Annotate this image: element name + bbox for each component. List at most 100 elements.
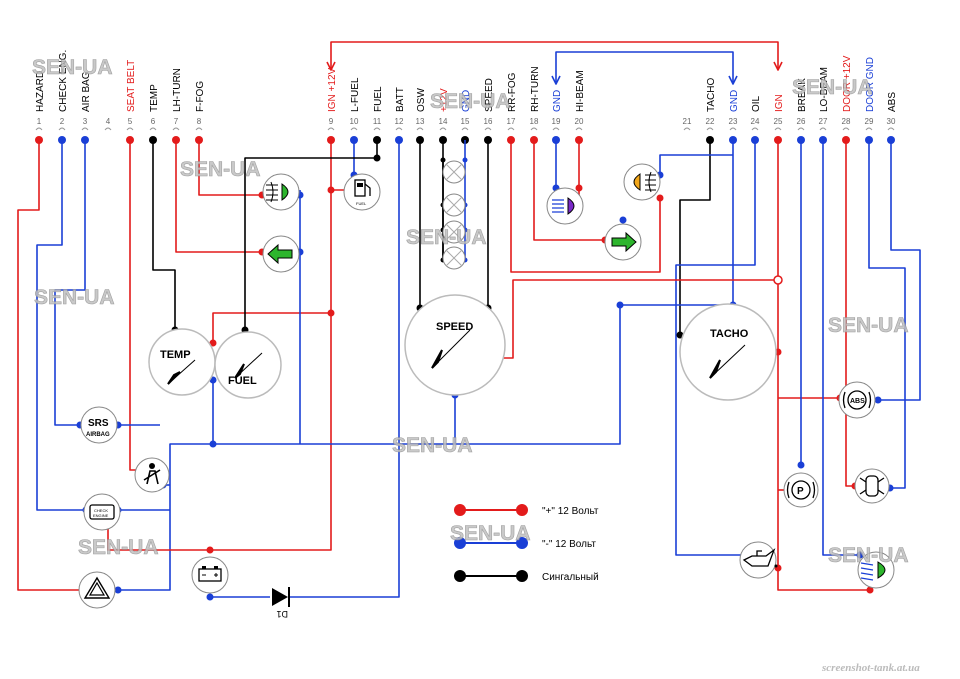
wire-ign-arrow-9 <box>326 61 336 71</box>
diode-label: D1 <box>276 609 288 619</box>
srs-lamp-label: SRS <box>88 418 109 429</box>
pin-label: TACHO <box>706 78 717 112</box>
wire-23-fog <box>659 154 733 175</box>
speed-gauge: SPEED <box>404 294 506 396</box>
wire-gnd-arrow-23 <box>728 75 738 85</box>
pin-number: 4 <box>106 117 111 126</box>
pin-label: AIR BAG <box>81 71 92 112</box>
pin-number: 29 <box>865 117 874 126</box>
wire-ign-12v <box>210 140 332 551</box>
pin-label: OSW <box>416 88 427 112</box>
wires <box>17 41 921 598</box>
wire-lobeam <box>822 140 860 556</box>
svg-text:ABS: ABS <box>850 398 865 405</box>
legend-label: Сингальный <box>542 572 599 583</box>
wire-gnd-19-23 <box>555 51 734 82</box>
pin-label: IGN <box>774 94 785 112</box>
svg-text:SEN-UA: SEN-UA <box>828 314 909 337</box>
pin-number: 27 <box>819 117 828 126</box>
pin-label: DOOR +12V <box>842 55 853 112</box>
pin-number: 22 <box>706 117 715 126</box>
legend-label: "-" 12 Вольт <box>542 539 596 550</box>
pin-number: 1 <box>37 117 42 126</box>
check-engine-lamp-icon: CHECK ENGINE <box>83 493 121 531</box>
pin-label: IGN +12V <box>327 67 338 112</box>
legend-item: "+" 12 Вольт <box>454 504 599 517</box>
svg-text:SEN-UA: SEN-UA <box>792 76 873 99</box>
pin-number: 3 <box>83 117 88 126</box>
pin-label: CHECK ENG. <box>58 50 69 112</box>
pin-number: 6 <box>151 117 156 126</box>
pin-number: 20 <box>575 117 584 126</box>
oil-pressure-lamp-icon <box>739 541 778 579</box>
fuel-gauge-label: FUEL <box>228 375 257 387</box>
pin-number: 7 <box>174 117 179 126</box>
pin-number: 9 <box>329 117 334 126</box>
pin-label: GND <box>729 90 740 112</box>
pin-label: LH-TURN <box>172 68 183 112</box>
low-beam-lamp-icon <box>857 551 895 589</box>
hi-beam-lamp-icon <box>546 187 584 225</box>
svg-text:SEN-UA: SEN-UA <box>180 158 261 181</box>
front-fog-lamp-icon <box>262 173 300 211</box>
battery-lamp-icon <box>191 556 229 594</box>
pin-4: 4 <box>104 117 112 131</box>
pin-number: 30 <box>887 117 896 126</box>
pin-label: FUEL <box>373 86 384 112</box>
pin-label: SPEED <box>484 78 495 112</box>
svg-text:SEN-UA: SEN-UA <box>392 434 473 457</box>
legend-item: Сингальный <box>454 570 599 583</box>
pin-9: IGN +12V 9 <box>327 67 338 144</box>
pin-number: 28 <box>842 117 851 126</box>
pin-23: GND 23 <box>729 90 740 144</box>
abs-lamp-icon: ABS <box>838 381 876 419</box>
parking-brake-lamp-icon: P <box>783 472 819 508</box>
wire-abs <box>878 140 921 401</box>
wire-lh-turn <box>175 140 262 253</box>
wire-seatbelt <box>129 140 140 471</box>
wire-blue-left <box>118 443 213 591</box>
pin-3: AIR BAG 3 <box>81 71 92 144</box>
wire-fuel <box>244 140 378 330</box>
pin-number: 19 <box>552 117 561 126</box>
pin-number: 5 <box>128 117 133 126</box>
pin-29: DOOR GND 29 <box>865 57 876 144</box>
wire-door-gnd <box>868 140 906 489</box>
pin-22: TACHO 22 <box>706 78 717 144</box>
svg-text:SEN-UA: SEN-UA <box>406 226 487 249</box>
pin-number: 24 <box>751 117 760 126</box>
pin-label: DOOR GND <box>865 57 876 112</box>
wire-hazard <box>17 140 90 591</box>
pin-21: 21 <box>683 117 692 131</box>
wire-gnd-arrow-19 <box>551 75 561 85</box>
fuel-lamp-icon: FUEL <box>343 173 381 211</box>
pin-label: RR-FOG <box>507 72 518 112</box>
temp-gauge: TEMP <box>148 328 216 396</box>
pin-28: DOOR +12V 28 <box>842 55 853 144</box>
pin-number: 23 <box>729 117 738 126</box>
svg-text:SEN-UA: SEN-UA <box>78 536 159 559</box>
pin-label: OIL <box>751 95 762 112</box>
watermarks: SEN-UA SEN-UA SEN-UA SEN-UA SEN-UA SEN-U… <box>32 56 909 568</box>
pin-number: 2 <box>60 117 65 126</box>
pin-number: 10 <box>350 117 359 126</box>
footer-site: screenshot-tank.at.ua <box>821 662 920 674</box>
pin-label: ABS <box>887 92 898 112</box>
fuel-lamp-label: FUEL <box>356 201 367 206</box>
pin-number: 16 <box>484 117 493 126</box>
wire-25-speed <box>500 279 778 359</box>
pin-label: RH-TURN <box>530 66 541 112</box>
pin-24: OIL 24 <box>751 95 762 144</box>
wire-check-eng <box>36 140 86 511</box>
